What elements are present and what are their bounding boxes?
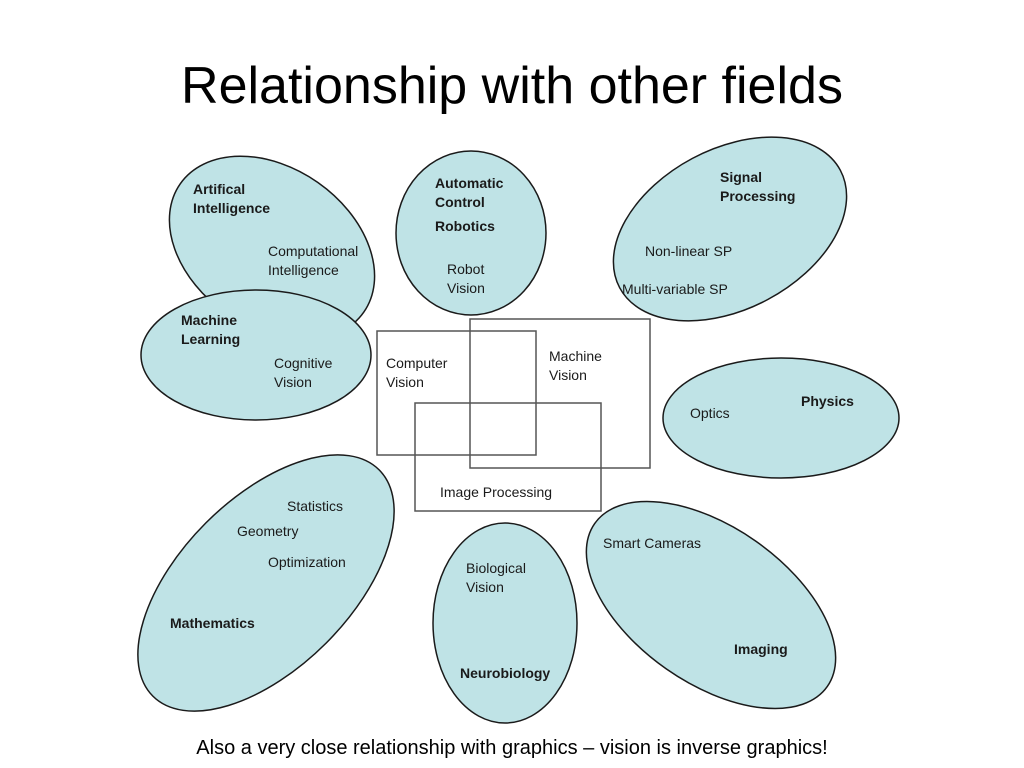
ai-item-line1: Computational (268, 243, 358, 259)
control-subtitle: Robotics (435, 218, 495, 234)
ai-title-line1: Artifical (193, 181, 245, 197)
box-image-processing (414, 402, 602, 512)
signal-title-line2: Processing (720, 188, 795, 204)
neuro-title: Neurobiology (460, 665, 550, 681)
ellipse-signal-processing (612, 136, 848, 322)
computer-vision-line1: Computer (386, 355, 448, 371)
control-title-line2: Control (435, 194, 485, 210)
ai-title-line2: Intelligence (193, 200, 270, 216)
imaging-item: Smart Cameras (603, 535, 701, 551)
physics-item: Optics (690, 405, 730, 421)
signal-title-line1: Signal (720, 169, 762, 185)
ml-title-line1: Machine (181, 312, 237, 328)
box-machine-vision (469, 318, 651, 469)
ml-title-line2: Learning (181, 331, 240, 347)
ml-item-line2: Vision (274, 374, 312, 390)
ellipse-physics (662, 357, 900, 479)
control-title-line1: Automatic (435, 175, 504, 191)
ml-item-line1: Cognitive (274, 355, 333, 371)
neuro-item-line1: Biological (466, 560, 526, 576)
neuro-item-line2: Vision (466, 579, 504, 595)
math-item-2: Geometry (237, 523, 298, 539)
math-item-1: Statistics (287, 498, 343, 514)
machine-vision-line2: Vision (549, 367, 587, 383)
ellipse-mathematics (137, 454, 395, 712)
computer-vision-line2: Vision (386, 374, 424, 390)
control-item-line1: Robot (447, 261, 484, 277)
signal-item-2: Multi-variable SP (622, 281, 728, 297)
ellipse-neurobiology (432, 522, 578, 724)
machine-vision-line1: Machine (549, 348, 602, 364)
control-item-line2: Vision (447, 280, 485, 296)
math-item-3: Optimization (268, 554, 346, 570)
physics-title: Physics (801, 393, 854, 409)
imaging-title: Imaging (734, 641, 788, 657)
slide-title: Relationship with other fields (181, 57, 843, 115)
slide-caption: Also a very close relationship with grap… (196, 737, 828, 759)
box-computer-vision (376, 330, 537, 456)
image-processing-label: Image Processing (440, 484, 552, 500)
ai-item-line2: Intelligence (268, 262, 339, 278)
math-title: Mathematics (170, 615, 255, 631)
signal-item-1: Non-linear SP (645, 243, 732, 259)
ellipse-automatic-control (395, 150, 547, 316)
ellipse-imaging (585, 500, 837, 710)
ellipse-machine-learning (140, 289, 372, 421)
